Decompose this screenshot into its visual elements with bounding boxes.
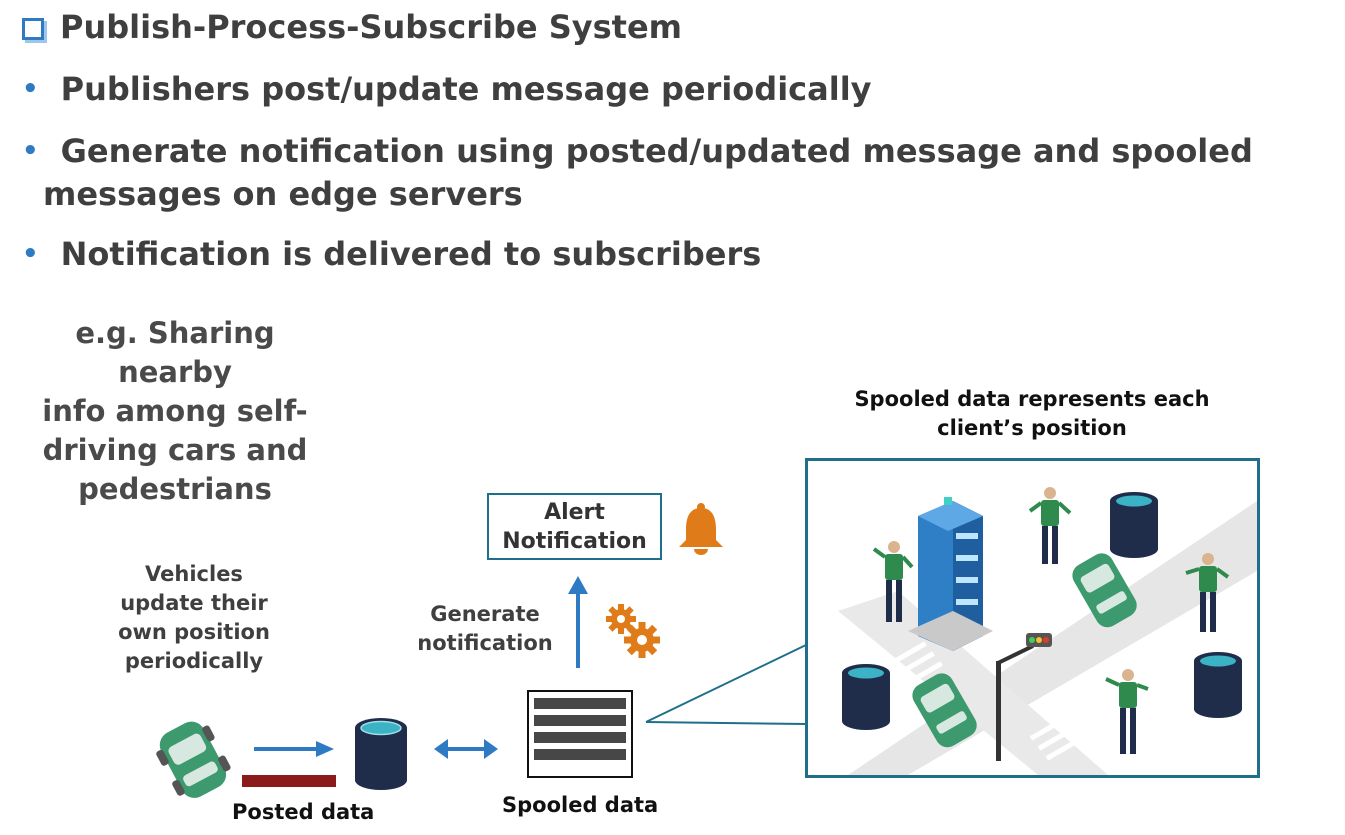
alert-line: Notification: [502, 528, 647, 554]
city-scene: [838, 487, 1257, 775]
example-line: e.g. Sharing nearby: [75, 316, 275, 389]
spooled-document-icon: [527, 690, 633, 778]
square-bullet-icon: [22, 18, 44, 40]
database-icon: [842, 664, 890, 730]
alert-line: Alert: [544, 499, 605, 525]
caption-line: own position: [118, 620, 270, 644]
bullet-3-text: Notification is delivered to subscribers: [60, 235, 762, 273]
bullet-2: • Generate notification using posted/upda…: [22, 132, 1253, 170]
posted-data-bar: [242, 775, 336, 787]
bullet-dot-icon: •: [22, 136, 39, 166]
bullet-3: • Notification is delivered to subscriber…: [22, 235, 761, 273]
bullet-dot-icon: •: [22, 74, 39, 104]
posted-data-label: Posted data: [232, 800, 375, 824]
caption-line: update their: [120, 591, 268, 615]
database-icon: [1194, 652, 1242, 718]
example-line: pedestrians: [78, 472, 272, 506]
example-line: driving cars and: [42, 433, 308, 467]
car-icon: [1072, 553, 1137, 628]
pedestrian-icon: [1028, 487, 1072, 564]
caption-line: periodically: [124, 649, 264, 673]
generate-notification-label: Generate notification: [410, 600, 560, 658]
pedestrian-icon: [1105, 669, 1149, 754]
up-arrow-icon: [568, 576, 588, 668]
database-icon: [355, 718, 407, 790]
building-icon: [908, 497, 993, 651]
bullet-dot-icon: •: [22, 239, 39, 269]
example-line: info among self-: [42, 394, 308, 428]
heading-text: Publish-Process-Subscribe System: [60, 8, 682, 46]
example-text: e.g. Sharing nearby info among self- dri…: [20, 314, 330, 509]
post-arrow-icon: [254, 741, 334, 757]
bullet-1-text: Publishers post/update message periodica…: [60, 70, 872, 108]
pedestrian-icon: [1185, 553, 1230, 632]
spooled-data-label: Spooled data: [502, 793, 659, 817]
label-line: notification: [417, 631, 553, 655]
city-scene-frame: [805, 458, 1260, 778]
sync-arrow-icon: [434, 739, 498, 759]
bullet-2-continued: messages on edge servers: [43, 175, 523, 213]
bullet-1: • Publishers post/update message periodic…: [22, 70, 872, 108]
slide-heading: Publish-Process-Subscribe System: [22, 8, 682, 46]
label-line: Generate: [430, 602, 540, 626]
zoom-connector: [645, 644, 807, 725]
car-icon: [156, 721, 231, 798]
caption-line: Vehicles: [145, 562, 243, 586]
alert-notification-box: Alert Notification: [487, 493, 662, 560]
database-icon: [1110, 492, 1158, 558]
traffic-light-icon: [996, 633, 1052, 761]
city-caption: Spooled data represents each client’s po…: [842, 385, 1222, 443]
vehicle-caption: Vehicles update their own position perio…: [104, 560, 284, 676]
bell-icon: [679, 503, 723, 555]
bullet-2-text: Generate notification using posted/updat…: [60, 132, 1253, 170]
caption-line: Spooled data represents each: [854, 387, 1210, 411]
gears-icon: [606, 604, 660, 658]
pedestrian-icon: [872, 541, 914, 622]
car-icon: [912, 673, 977, 748]
caption-line: client’s position: [937, 416, 1127, 440]
